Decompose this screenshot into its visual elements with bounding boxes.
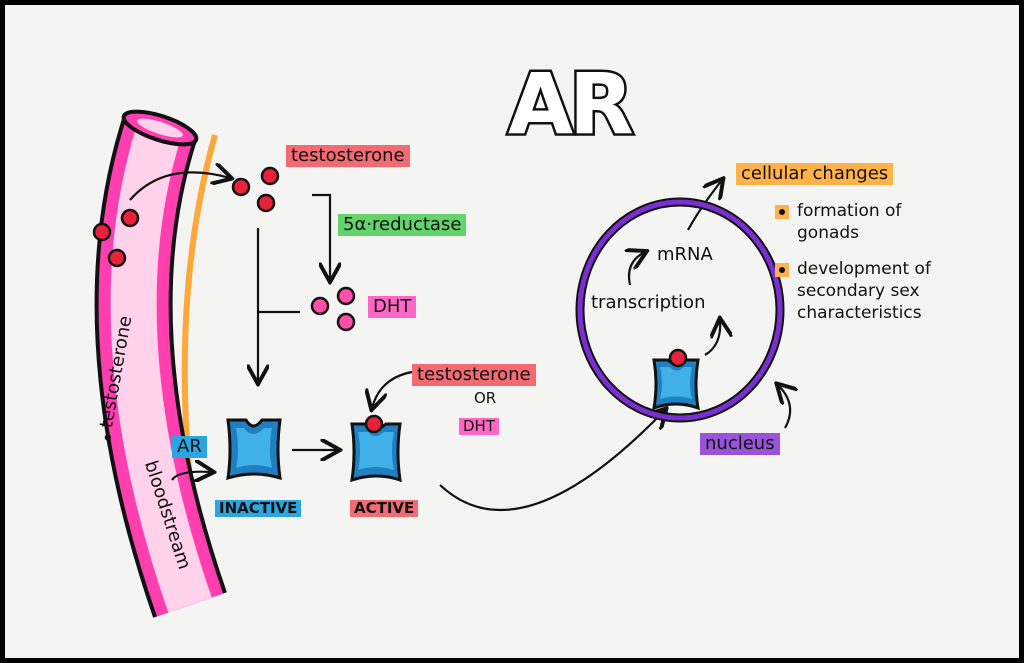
molecule: [231, 177, 251, 197]
molecule: [107, 248, 127, 268]
bound-ligand: [364, 414, 384, 434]
reductase-arrow: [312, 193, 330, 280]
bullet-line: development of: [797, 259, 931, 279]
receptor-nucleus: [652, 348, 700, 411]
bullet-development: development of secondary sex characteris…: [797, 258, 931, 324]
bullet-formation-of-gonads: formation of gonads: [797, 200, 901, 244]
mrna-arrow: [629, 252, 645, 286]
label-reductase: 5α·reductase: [338, 214, 467, 236]
label-dht-middle: DHT: [368, 296, 417, 318]
label-or: OR: [474, 389, 497, 407]
bullet-marker: [775, 263, 789, 277]
nucleus-ring: [577, 199, 783, 421]
receptor-inactive: [226, 418, 282, 481]
receptor-active: [350, 414, 402, 483]
molecule: [310, 296, 330, 316]
nucleus-label-arrow: [778, 385, 790, 429]
to-nucleus-arrow: [439, 410, 665, 512]
molecule: [336, 312, 356, 332]
label-inactive: INACTIVE: [215, 500, 302, 517]
molecule: [92, 222, 112, 242]
vessel-exit-arrow: [129, 172, 230, 201]
bound-ligand: [668, 348, 688, 368]
vessel-molecules: [92, 208, 140, 268]
bullet-line: characteristics: [797, 303, 922, 324]
label-ar: AR: [172, 436, 207, 458]
label-active: ACTIVE: [350, 500, 419, 517]
label-mrna: mRNA: [657, 244, 713, 265]
bullet-line: formation of: [797, 201, 902, 221]
label-transcription: transcription: [591, 292, 706, 313]
ar-arrow: [171, 472, 212, 480]
molecule: [120, 208, 140, 228]
page-title: AR: [506, 55, 637, 153]
molecule: [336, 286, 356, 306]
dht-molecules: [310, 286, 356, 332]
ligand-arrow: [372, 370, 413, 408]
label-dht-or: DHT: [459, 418, 499, 435]
bullet-line: gonads: [797, 223, 860, 244]
label-testosterone-or: testosterone: [412, 364, 536, 386]
transcription-arrow: [704, 320, 720, 356]
label-cellular-changes: cellular changes: [736, 163, 894, 185]
molecule: [260, 166, 280, 186]
bullet-marker: [775, 205, 789, 219]
label-nucleus: nucleus: [700, 433, 780, 455]
bullet-line: secondary sex: [797, 281, 920, 302]
molecule: [256, 193, 276, 213]
label-testosterone-top: testosterone: [286, 145, 410, 167]
flow-arrows: [129, 172, 790, 512]
testosterone-molecules: [231, 166, 280, 213]
